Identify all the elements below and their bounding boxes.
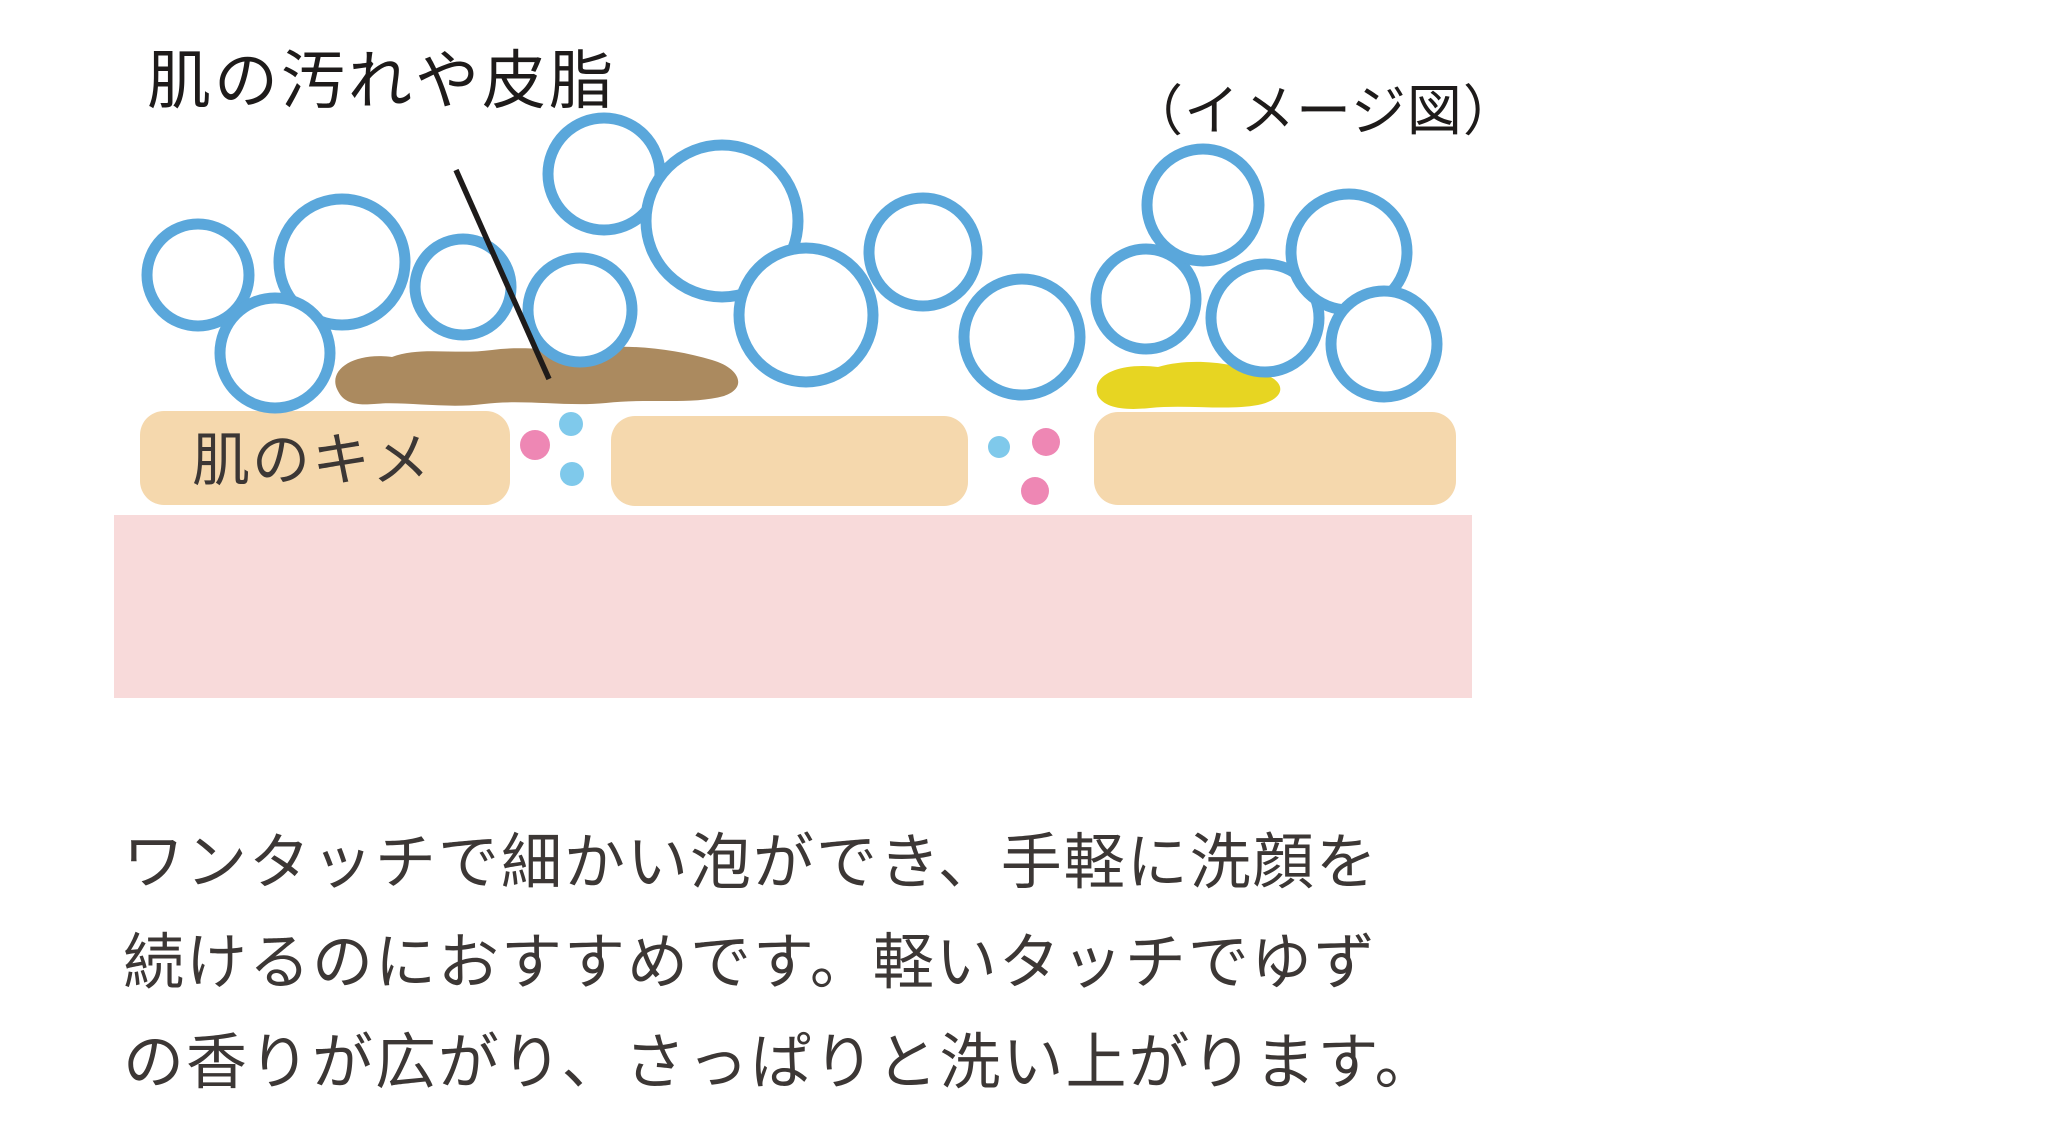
pink-particle-dot — [1032, 428, 1060, 456]
foam-bubble — [863, 192, 983, 312]
foam-bubble — [1325, 285, 1443, 403]
foam-bubble — [1141, 143, 1265, 267]
particle-dots — [520, 412, 1060, 505]
skin-texture-block — [140, 411, 510, 505]
foam-bubble — [141, 218, 255, 332]
sebum-blob — [1096, 361, 1281, 409]
skin-blocks — [140, 411, 1456, 506]
blue-particle-dot — [988, 436, 1010, 458]
description-line: ワンタッチで細かい泡ができ、手軽に洗顔を — [123, 828, 1379, 896]
foam-bubble — [958, 273, 1086, 401]
skin-base — [114, 515, 1472, 698]
foam-bubble — [273, 193, 411, 331]
foam-bubbles — [141, 112, 1443, 414]
skin-texture-block — [1094, 412, 1456, 505]
foam-bubble — [409, 233, 517, 341]
pink-particle-dot — [520, 430, 550, 460]
skin-texture-block — [611, 416, 968, 506]
foam-bubble — [1090, 243, 1202, 355]
blue-particle-dot — [559, 412, 583, 436]
foam-bubble — [733, 242, 879, 388]
pointer-line — [453, 168, 552, 381]
description-text: ワンタッチで細かい泡ができ、手軽に洗顔を 続けるのにおすすめです。軽いタッチでゆ… — [123, 812, 1437, 1112]
dirt-label: 肌の汚れや皮脂 — [147, 45, 616, 117]
skin-foam-diagram: 肌のキメ — [114, 112, 1472, 698]
dirt-blob — [335, 346, 739, 406]
description-line: の香りが広がり、さっぱりと洗い上がります。 — [123, 1028, 1438, 1096]
foam-bubble — [522, 252, 638, 368]
foam-bubble — [214, 292, 336, 414]
description-line: 続けるのにおすすめです。軽いタッチでゆず — [123, 928, 1377, 996]
pink-particle-dot — [1021, 477, 1049, 505]
blue-particle-dot — [560, 462, 584, 486]
skin-texture-label: 肌のキメ — [192, 428, 432, 493]
foam-bubble — [1205, 258, 1325, 378]
image-note-label: （イメージ図） — [1128, 80, 1519, 142]
